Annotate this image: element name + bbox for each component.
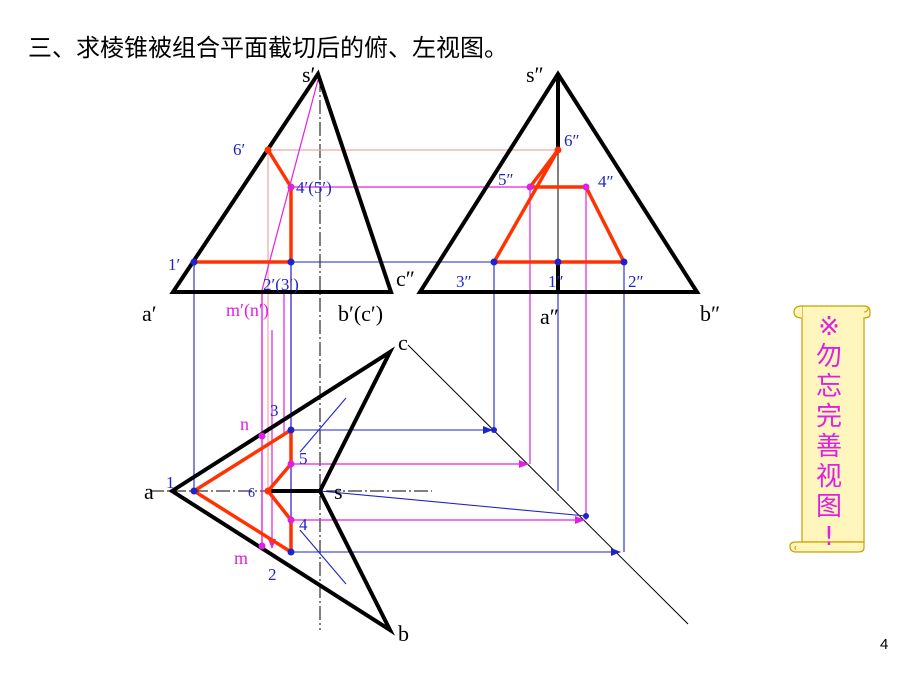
reminder-char-1: 勿	[815, 342, 842, 372]
reminder-scroll	[789, 305, 871, 553]
label-top-a: a	[144, 479, 154, 504]
label-top-4: 4	[299, 515, 308, 534]
label-top-n: n	[240, 414, 249, 434]
label-front-a: a′	[142, 301, 157, 326]
label-side-a: a″	[540, 304, 559, 329]
label-top-6: 6	[248, 486, 255, 501]
light-projection-lines	[267, 149, 558, 491]
reminder-char-6: 图	[815, 492, 842, 522]
label-front-b-c: b′(c′)	[338, 301, 383, 326]
page-number: 4	[880, 636, 889, 653]
reminder-char-3: 完	[815, 402, 842, 432]
reminder-char-7: !	[823, 522, 835, 552]
section-outlines	[192, 148, 626, 554]
label-front-2-3: 2′(3′)	[263, 275, 299, 294]
label-top-1: 1	[166, 473, 175, 492]
key-points	[190, 146, 628, 556]
label-front-1: 1′	[168, 255, 180, 274]
label-top-5: 5	[299, 449, 308, 468]
reminder-text: ※ 勿 忘 完 善 视 图 !	[806, 312, 852, 552]
reminder-char-4: 善	[815, 432, 842, 462]
front-view-outline	[169, 69, 394, 294]
label-side-s: s″	[526, 62, 544, 87]
front-section	[194, 149, 293, 264]
label-top-c: c	[398, 330, 408, 355]
label-top-m: m	[234, 548, 248, 568]
label-front-4-5: 4′(5′)	[296, 178, 332, 197]
side-view-labels: s″ 6″ 5″ 4″ c″ 3″ 1″ 2″ a″ b″	[396, 62, 720, 329]
label-top-b: b	[398, 621, 409, 646]
miter-line	[407, 344, 689, 625]
slide-title: 三、求棱锥被组合平面截切后的俯、左视图。	[28, 34, 508, 62]
label-side-6: 6″	[564, 131, 580, 150]
label-side-3: 3″	[456, 272, 472, 291]
blue-projection-lines	[193, 261, 625, 585]
top-view-labels: c n 3 5 a 1 6 s 4 m 2 b	[144, 330, 409, 646]
label-side-2: 2″	[628, 272, 644, 291]
front-view-labels: s′ 6′ 4′(5′) 1′ 2′(3′) a′ b′(c′) m′(n′)	[142, 62, 383, 326]
side-section	[492, 148, 626, 264]
label-top-s: s	[334, 479, 343, 504]
label-front-s: s′	[302, 62, 315, 87]
center-lines	[150, 72, 689, 630]
label-side-b: b″	[700, 301, 720, 326]
label-side-1: 1″	[548, 272, 564, 291]
label-front-m-n: m′(n′)	[226, 300, 269, 321]
label-top-2: 2	[268, 565, 277, 584]
reminder-symbol: ※	[818, 312, 840, 342]
label-front-6: 6′	[233, 140, 245, 159]
label-side-c: c″	[396, 266, 415, 291]
reminder-char-5: 视	[815, 462, 842, 492]
reminder-char-2: 忘	[815, 372, 842, 402]
label-side-4: 4″	[598, 172, 614, 191]
label-top-3: 3	[270, 401, 279, 420]
pyramid-outlines	[168, 69, 701, 636]
label-side-5: 5″	[498, 170, 514, 189]
